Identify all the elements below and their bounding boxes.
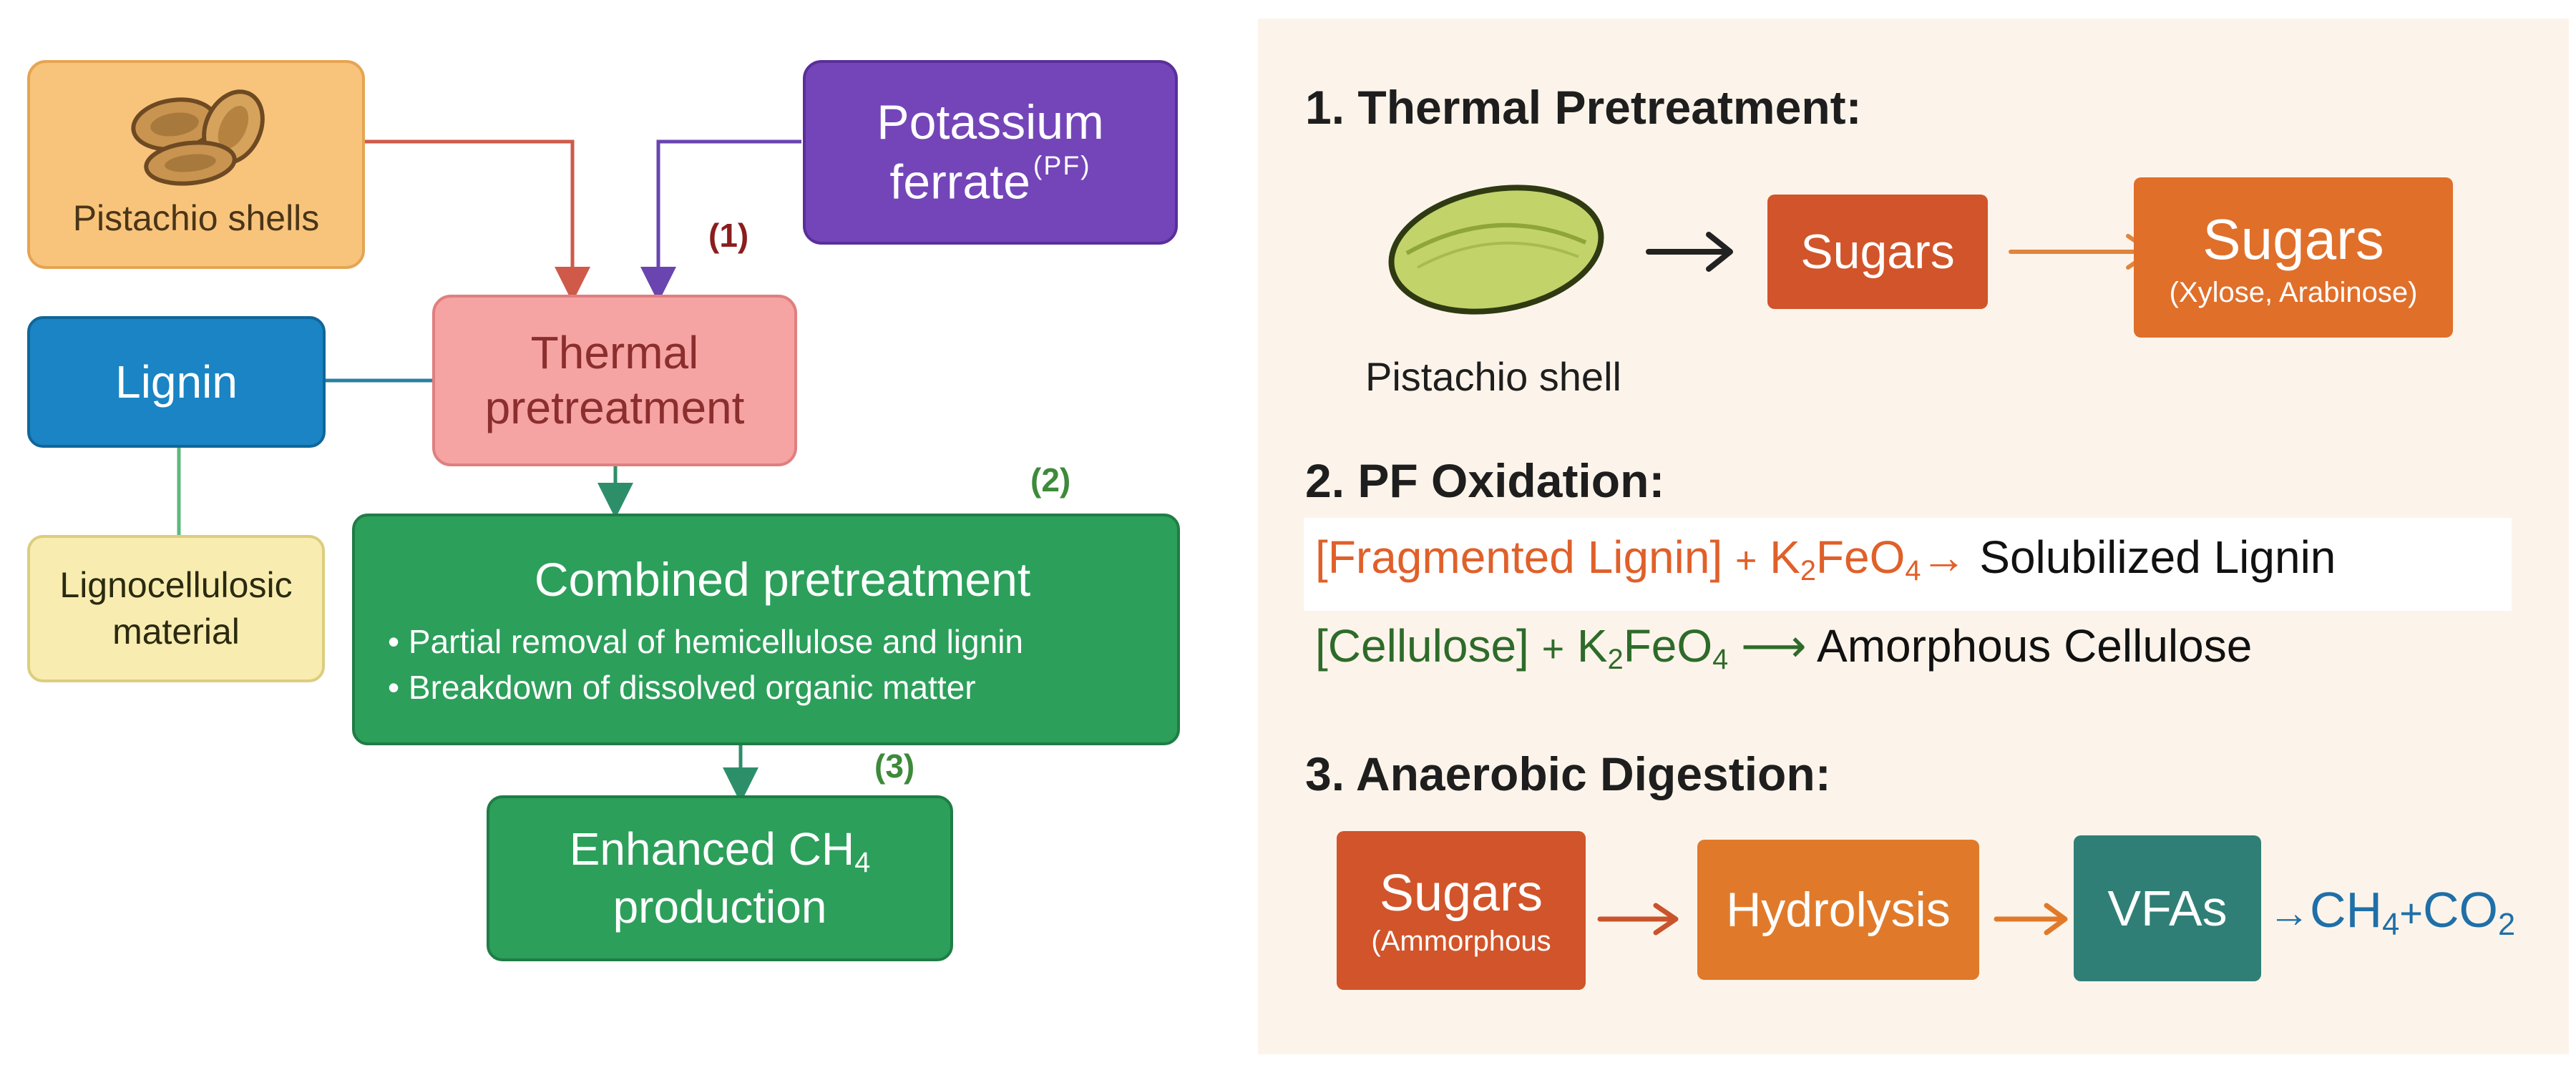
sugars-box-2: Sugars (Xylose, Arabinose) <box>2134 177 2453 338</box>
methane-products: →CH4+CO2 <box>2268 882 2516 942</box>
potassium-ferrate-box: Potassium ferrate(PF) <box>803 60 1178 245</box>
section-2-heading: 2. PF Oxidation: <box>1305 454 1665 507</box>
potassium-ferrate-line2: ferrate(PF) <box>889 150 1091 210</box>
lignocellulosic-box: Lignocellulosic material <box>27 535 325 682</box>
lignin-box: Lignin <box>27 316 326 448</box>
sugars-amorphous-box: Sugars (Ammorphous <box>1337 831 1586 990</box>
thermal-line1: Thermal <box>530 327 699 379</box>
potassium-ferrate-line1: Potassium <box>877 94 1104 149</box>
vfas-box: VFAs <box>2074 835 2261 981</box>
pistachio-shell-label: Pistachio shell <box>1365 354 1621 399</box>
thermal-line2: pretreatment <box>484 382 745 433</box>
hydrolysis-box: Hydrolysis <box>1697 840 1979 980</box>
arrow-shells-to-thermal <box>365 139 590 303</box>
combined-bullet-2: • Breakdown of dissolved organic matter <box>388 669 976 706</box>
section-1-heading: 1. Thermal Pretreatment: <box>1305 81 1862 134</box>
thermal-pretreatment-box: Thermal pretreatment <box>432 295 797 466</box>
sugars-box-1: Sugars <box>1767 195 1988 309</box>
pistachio-shells-label: Pistachio shells <box>72 198 320 238</box>
section-3-heading: 3. Anaerobic Digestion: <box>1305 747 1831 800</box>
enhanced-line2: production <box>613 881 827 933</box>
enhanced-ch4-box: Enhanced CH4 production <box>487 795 953 961</box>
combined-title: Combined pretreatment <box>534 553 1031 606</box>
eq1-reactant: [Fragmented Lignin] <box>1315 531 1723 583</box>
equation-cellulose: [Cellulose] + K2FeO4 ⟶ Amorphous Cellulo… <box>1315 620 2253 675</box>
combined-bullet-1: • Partial removal of hemicellulose and l… <box>388 623 1023 660</box>
pistachio-shell-icon <box>1388 185 1604 315</box>
eq1-band <box>1304 518 2512 611</box>
combined-pretreatment-box: Combined pretreatment • Partial removal … <box>352 514 1180 745</box>
pistachio-shells-box: Pistachio shells <box>27 60 365 269</box>
sugars-2-title: Sugars <box>2202 207 2384 271</box>
equation-lignin: [Fragmented Lignin] + K2FeO4→ Solubilize… <box>1315 531 2336 586</box>
arrow-ferrate-to-thermal <box>640 139 801 303</box>
eq1-product: Solubilized Lignin <box>1979 531 2336 583</box>
sugars-2-subtitle: (Xylose, Arabinose) <box>2169 276 2418 308</box>
sugars-amorphous-subtitle: (Ammorphous <box>1371 925 1551 957</box>
pf-tag: (PF) <box>1033 150 1091 181</box>
step-2-label: (2) <box>1030 461 1071 499</box>
enhanced-line1: Enhanced CH4 <box>569 823 871 878</box>
eq2-product: Amorphous Cellulose <box>1817 620 2253 672</box>
mechanism-panel: 1. Thermal Pretreatment: Pistachio shell… <box>1258 19 2569 1054</box>
step-1-label: (1) <box>708 217 749 254</box>
eq2-reactant: [Cellulose] <box>1315 620 1529 672</box>
flow-connectors <box>177 139 801 803</box>
step-3-label: (3) <box>874 747 915 785</box>
pistachio-shells-icon <box>131 89 265 186</box>
arrow-shell-to-sugars <box>1646 232 1733 272</box>
lignocellulosic-line2: material <box>112 612 240 652</box>
lignocellulosic-line1: Lignocellulosic <box>59 565 293 605</box>
lignin-label: Lignin <box>115 356 238 408</box>
arrow-sugars-to-hydrolysis <box>1597 903 1679 936</box>
arrow-hydrolysis-to-vfas <box>1994 903 2068 936</box>
